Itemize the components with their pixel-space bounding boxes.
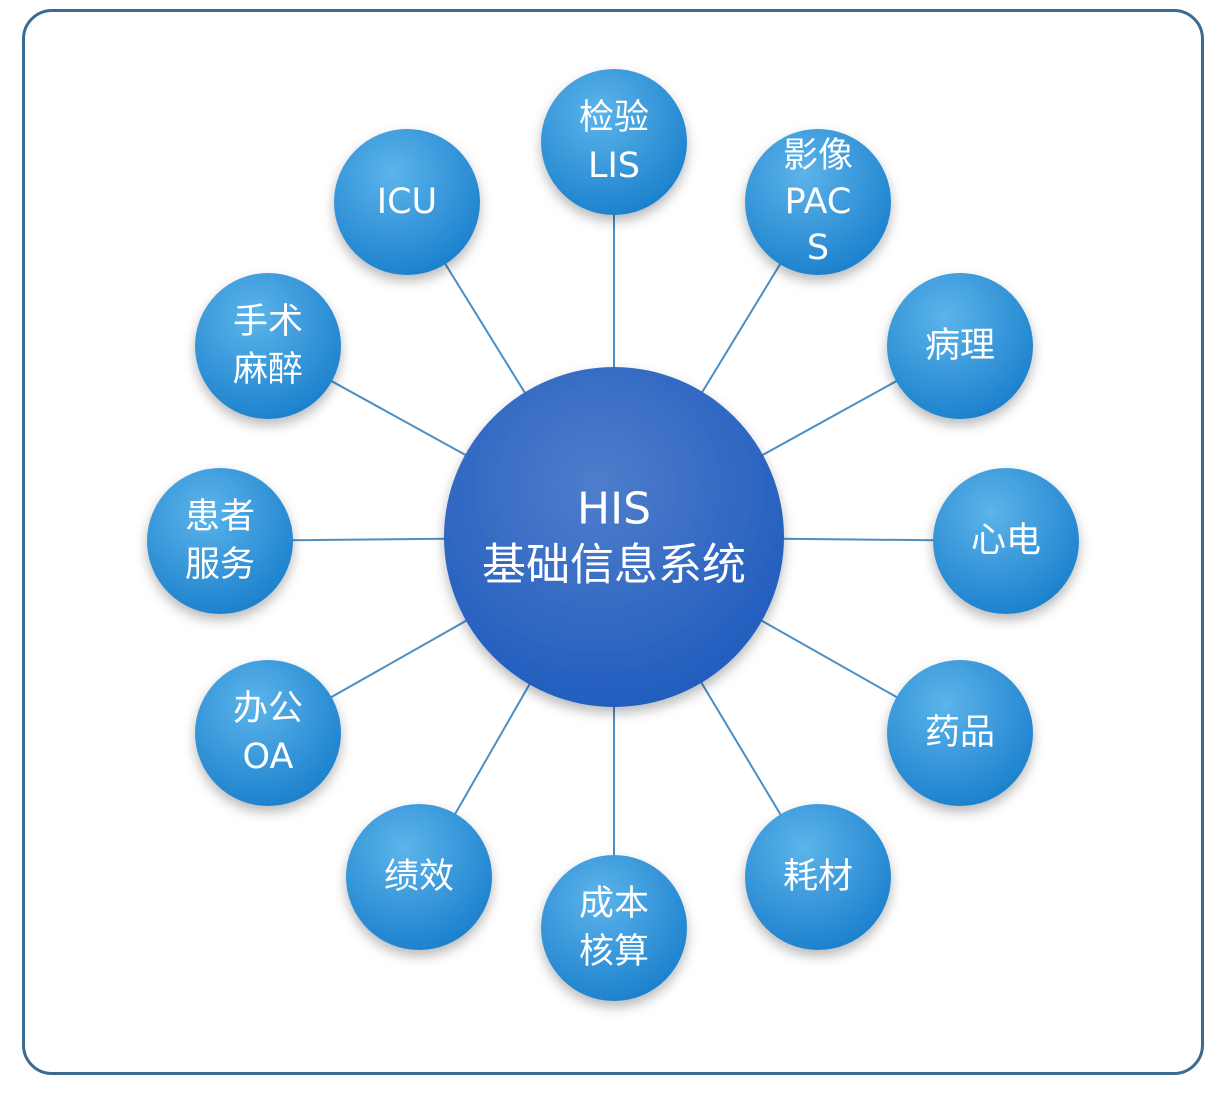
node-icu-label-line-1: ICU — [377, 182, 437, 222]
connector-pathology — [760, 379, 899, 457]
node-patient-label-line-1: 患者 — [185, 497, 255, 537]
node-patient-label-line-2: 服务 — [185, 545, 255, 585]
node-pacs-circle — [745, 129, 891, 275]
node-costing-circle — [541, 855, 687, 1001]
node-consumables-circle — [745, 804, 891, 950]
node-pacs-label-line-1: 影像 — [783, 136, 853, 176]
node-costing-label-line-2: 核算 — [579, 932, 649, 972]
node-pacs-label-line-2: PAC — [785, 182, 852, 222]
node-pathology-label-line-1: 病理 — [925, 326, 995, 366]
node-pharmacy-circle — [887, 660, 1033, 806]
node-performance-circle — [346, 804, 492, 950]
node-oa-label-line-1: 办公 — [233, 689, 303, 729]
connector-pacs — [700, 262, 782, 395]
node-lis: 检验 LIS — [541, 69, 687, 215]
connector-ecg — [781, 537, 936, 542]
node-lis-circle — [541, 69, 687, 215]
center-node-label-line-2: 基础信息系统 — [482, 540, 746, 591]
connector-consumables — [699, 680, 783, 817]
node-icu-circle — [334, 129, 480, 275]
node-lis-label-line-2: LIS — [588, 146, 640, 186]
node-anesthesia-circle — [195, 273, 341, 419]
connector-oa — [329, 618, 469, 699]
node-ecg-circle — [933, 468, 1079, 614]
node-oa-label-line-2: OA — [243, 737, 294, 777]
node-lis-label-line-1: 检验 — [579, 98, 649, 138]
node-icu: ICU — [334, 129, 480, 275]
node-consumables: 耗材 — [745, 804, 891, 950]
node-pacs: 影像 PAC S — [745, 129, 891, 275]
connector-patient — [290, 537, 447, 542]
node-costing-label-line-1: 成本 — [579, 884, 649, 924]
node-ecg: 心电 — [933, 468, 1079, 614]
node-pacs-label-line-3: S — [807, 228, 829, 268]
node-pathology: 病理 — [887, 273, 1033, 419]
node-anesthesia-label-line-1: 手术 — [233, 302, 303, 342]
connector-lines — [290, 213, 936, 857]
node-ecg-label-line-1: 心电 — [971, 521, 1041, 561]
connector-performance — [453, 682, 532, 816]
node-patient-circle — [147, 468, 293, 614]
node-pathology-circle — [887, 273, 1033, 419]
node-performance-label-line-1: 绩效 — [384, 857, 454, 897]
center-node-label-line-1: HIS — [577, 484, 651, 535]
connector-anesthesia — [329, 379, 468, 457]
node-performance: 绩效 — [346, 804, 492, 950]
node-oa-circle — [195, 660, 341, 806]
node-pharmacy: 药品 — [887, 660, 1033, 806]
connector-pharmacy — [759, 618, 899, 699]
center-node-circle — [444, 367, 784, 707]
node-pharmacy-label-line-1: 药品 — [925, 713, 995, 753]
node-consumables-label-line-1: 耗材 — [783, 857, 853, 897]
connector-icu — [443, 261, 527, 395]
node-anesthesia-label-line-2: 麻醉 — [233, 350, 303, 390]
node-oa: 办公 OA — [195, 660, 341, 806]
